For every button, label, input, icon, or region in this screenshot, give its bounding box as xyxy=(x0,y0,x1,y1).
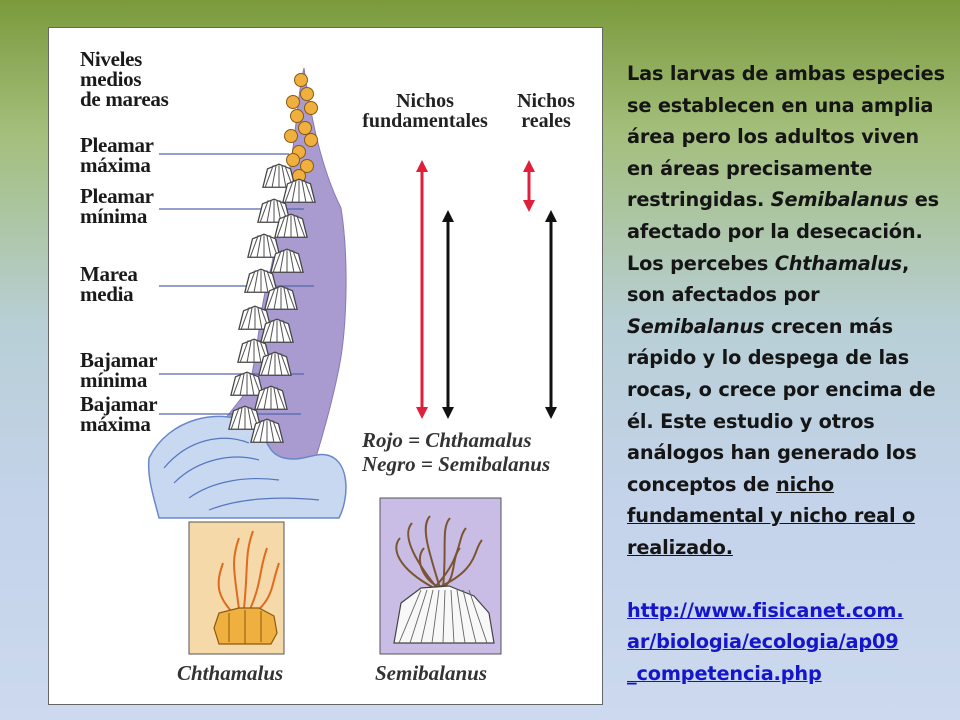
semibalanus-cirrus xyxy=(407,522,438,589)
semibalanus-plate-line xyxy=(468,589,488,644)
text-part-4: crecen más rápido y lo despega de las ro… xyxy=(627,314,936,496)
chthamalus-barnacle xyxy=(290,109,304,123)
tide-label-mean-levels: Niveles medios de mareas xyxy=(80,47,169,111)
wave-lines xyxy=(163,437,320,511)
niche-figure: Niveles medios de mareas Pleamar máxima … xyxy=(48,27,603,705)
semibalanus-plate-line xyxy=(462,589,477,644)
header-realized-niches: Nichos reales xyxy=(517,90,575,132)
chthamalus-barnacle xyxy=(284,129,298,143)
chthamalus-barnacle xyxy=(304,101,318,115)
semibalanus-cluster xyxy=(228,163,316,443)
semibalanus-cirrus xyxy=(395,537,435,589)
semibalanus-plate-line xyxy=(398,589,422,644)
semibalanus-plate-line xyxy=(431,589,440,644)
chthamalus-cluster xyxy=(284,73,318,183)
semibalanus-barnacle xyxy=(282,178,316,203)
semibalanus-barnacle xyxy=(257,198,291,223)
semibalanus-cirrus xyxy=(419,547,441,589)
chthamalus-barnacle xyxy=(286,95,300,109)
source-link[interactable]: http://www.fisicanet.com. ar/biologia/ec… xyxy=(627,598,904,685)
text-semibalanus-2: Semibalanus xyxy=(627,314,765,338)
explanation-text: Las larvas de ambas especies se establec… xyxy=(627,58,945,689)
text-part-1: Las larvas de ambas especies se establec… xyxy=(627,62,945,212)
text-chthamalus: Chthamalus xyxy=(774,251,902,275)
text-semibalanus-1: Semibalanus xyxy=(770,188,909,212)
tide-label-mean-tide: Marea media xyxy=(80,262,138,306)
semibalanus-barnacle xyxy=(228,405,262,430)
figure-drawing xyxy=(147,67,557,655)
semibalanus-plate-line xyxy=(420,589,434,644)
tide-label-lowest-high: Pleamar mínima xyxy=(80,184,154,228)
chthamalus-barnacle xyxy=(300,87,314,101)
tide-label-highest-high: Pleamar máxima xyxy=(80,133,154,177)
tide-label-lowest-low: Bajamar máxima xyxy=(80,392,158,436)
text-niche-concepts: nicho fundamental y nicho real o realiza… xyxy=(627,472,916,559)
chthamalus-barnacle xyxy=(294,73,308,87)
rock-shore xyxy=(188,67,347,474)
semibalanus-barnacle xyxy=(254,385,288,410)
chthamalus-barnacle xyxy=(304,133,318,147)
header-fundamental-niches: Nichos fundamentales xyxy=(362,90,488,132)
chthamalus-barnacle xyxy=(298,121,312,135)
species-label-semibalanus: Semibalanus xyxy=(375,661,488,685)
chthamalus-large-illustration xyxy=(213,530,280,645)
semibalanus-barnacle xyxy=(264,285,298,310)
semibalanus-cirrus xyxy=(442,547,461,589)
semibalanus-barnacle xyxy=(250,418,284,443)
semibalanus-plate-line xyxy=(450,589,455,644)
niche-arrows xyxy=(416,160,557,419)
semibalanus-barnacle xyxy=(260,318,294,343)
legend-red: Rojo = Chthamalus xyxy=(362,428,532,452)
chthamalus-cirrus xyxy=(242,530,254,619)
chthamalus-barnacle xyxy=(286,153,300,167)
tide-label-highest-low: Bajamar mínima xyxy=(80,348,158,392)
text-part-3: , son afectados por xyxy=(627,251,910,307)
semibalanus-plate-line xyxy=(442,589,446,644)
semibalanus-barnacle xyxy=(237,338,271,363)
semibalanus-plate-line xyxy=(409,589,428,644)
semibalanus-barnacle xyxy=(258,351,292,376)
semibalanus-barnacle xyxy=(262,163,296,188)
chthamalus-barnacle xyxy=(300,159,314,173)
legend-black: Negro = Semibalanus xyxy=(362,452,551,476)
chthamalus-cirrus xyxy=(233,537,241,619)
semibalanus-barnacle xyxy=(274,213,308,238)
semibalanus-plate-line xyxy=(456,589,466,644)
semibalanus-cirrus xyxy=(424,515,441,589)
text-part-2: es afectado por la desecación. Los perce… xyxy=(627,188,939,275)
semibalanus-barnacle xyxy=(270,248,304,273)
species-label-chthamalus: Chthamalus xyxy=(177,661,284,685)
semibalanus-large-illustration xyxy=(393,515,495,644)
